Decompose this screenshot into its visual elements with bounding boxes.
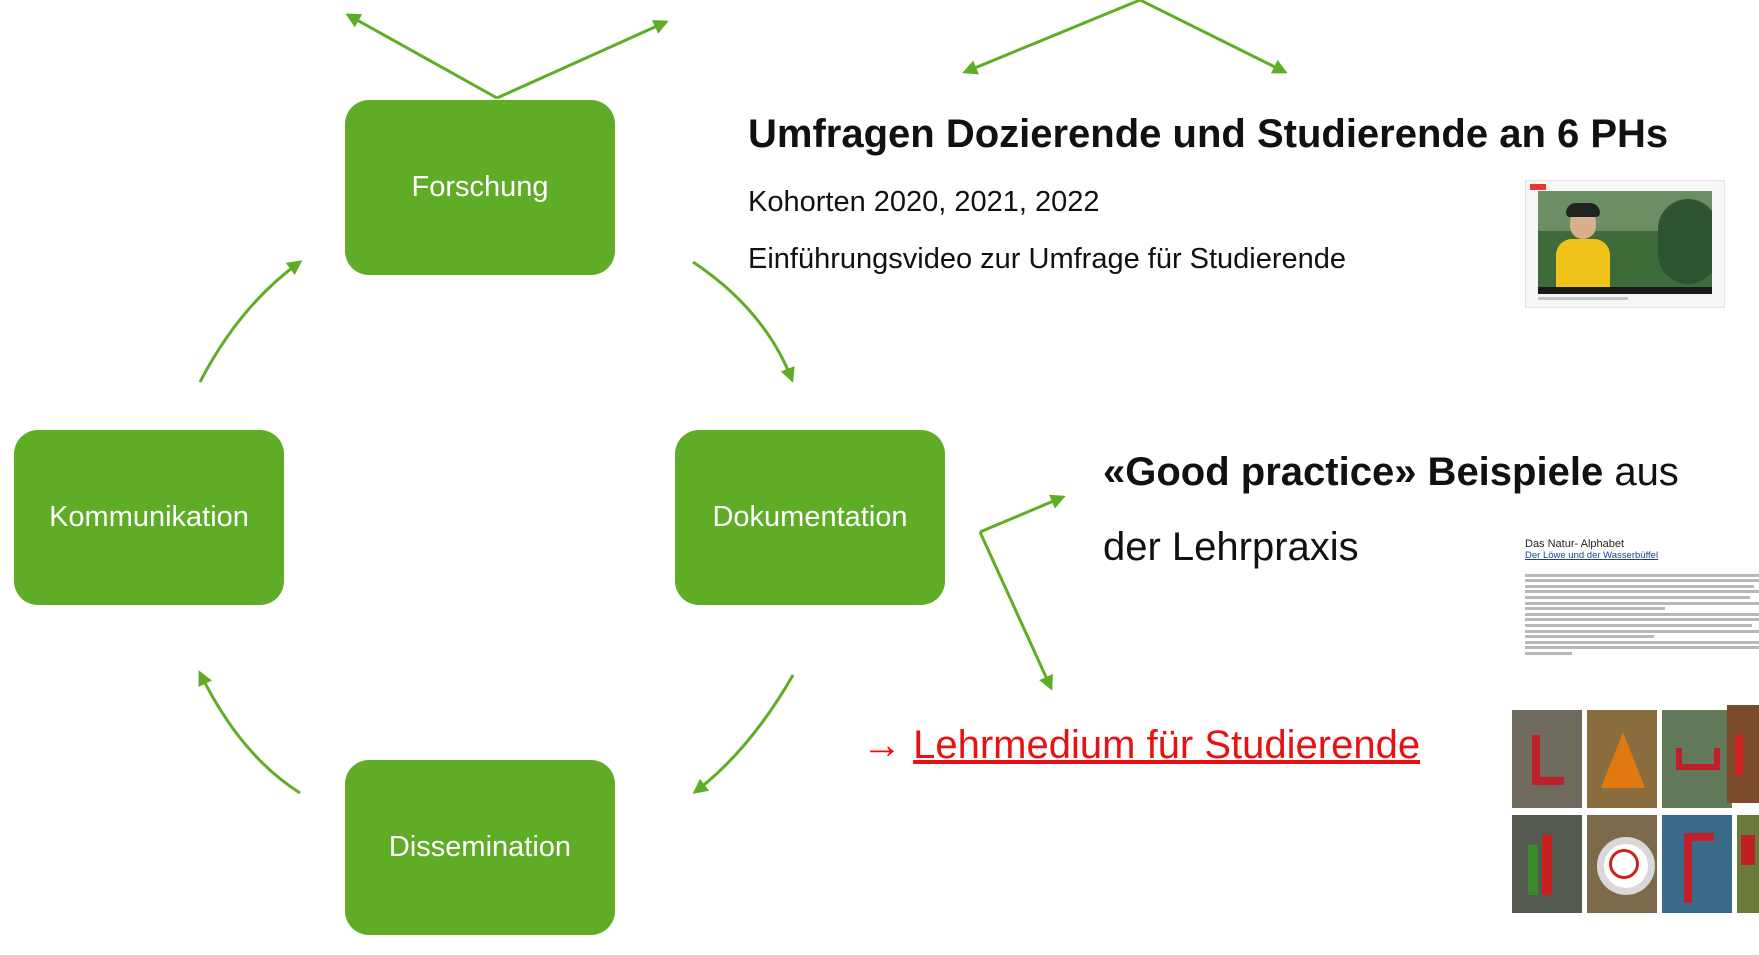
node-forschung-label: Forschung xyxy=(411,171,549,203)
node-kommunikation: Kommunikation xyxy=(14,430,284,605)
video-thumbnail[interactable] xyxy=(1525,180,1725,308)
arrow-forschung-up-left xyxy=(345,13,498,100)
photo-letter-l xyxy=(1512,710,1582,808)
photo-letter-w-leaves xyxy=(1512,815,1582,913)
node-kommunikation-label: Kommunikation xyxy=(49,501,249,533)
arrow-forschung-up-right xyxy=(496,20,669,100)
node-forschung: Forschung xyxy=(345,100,615,275)
photo-letter-f xyxy=(1662,815,1732,913)
video-control-bar xyxy=(1538,287,1712,294)
doc-subtitle: Der Löwe und der Wasserbüffel xyxy=(1525,550,1659,561)
photo-letter-e xyxy=(1727,705,1759,803)
presenter-jacket xyxy=(1556,239,1610,294)
node-dokumentation-label: Dokumentation xyxy=(712,501,908,533)
arrow-forschung-to-dokumentation xyxy=(692,260,795,383)
good-practice-line2: der Lehrpraxis xyxy=(1103,525,1359,569)
doc-title: Das Natur- Alphabet xyxy=(1525,538,1625,550)
photo-leaf-a xyxy=(1587,710,1657,808)
node-dissemination: Dissemination xyxy=(345,760,615,935)
arrow-kommunikation-to-forschung xyxy=(198,260,303,383)
node-dokumentation: Dokumentation xyxy=(675,430,945,605)
arrow-dokumentation-to-goodpractice xyxy=(979,494,1066,534)
arrow-dokumentation-to-lehrmedium xyxy=(978,531,1053,691)
survey-cohorts: Kohorten 2020, 2021, 2022 xyxy=(748,186,1100,218)
survey-video-text: Einführungsvideo zur Umfrage für Studier… xyxy=(748,243,1347,275)
arrow-survey-left xyxy=(962,0,1141,75)
good-practice-aus: aus xyxy=(1603,450,1679,494)
good-practice-bold: «Good practice» Beispiele xyxy=(1103,450,1604,494)
youtube-logo-icon xyxy=(1530,184,1546,190)
photo-letter-w xyxy=(1662,710,1732,808)
arrow-dissemination-to-kommunikation xyxy=(198,670,301,795)
arrow-dokumentation-to-dissemination xyxy=(692,674,795,794)
arrow-glyph: → xyxy=(862,723,902,767)
good-practice-heading: «Good practice» Beispiele aus xyxy=(1103,450,1679,495)
photo-letter-o xyxy=(1587,815,1657,913)
document-thumbnail: Das Natur- Alphabet Der Löwe und der Was… xyxy=(1525,538,1759,698)
lehrmedium-link[interactable]: → Lehrmedium für Studierende xyxy=(862,723,1420,768)
survey-title: Umfragen Dozierende und Studierende an 6… xyxy=(748,112,1669,156)
video-frame xyxy=(1538,191,1712,294)
arrow-survey-right xyxy=(1139,0,1288,74)
lehrmedium-link-label[interactable]: Lehrmedium für Studierende xyxy=(913,723,1421,767)
photo-letter-extra xyxy=(1737,815,1759,913)
node-dissemination-label: Dissemination xyxy=(388,831,572,863)
